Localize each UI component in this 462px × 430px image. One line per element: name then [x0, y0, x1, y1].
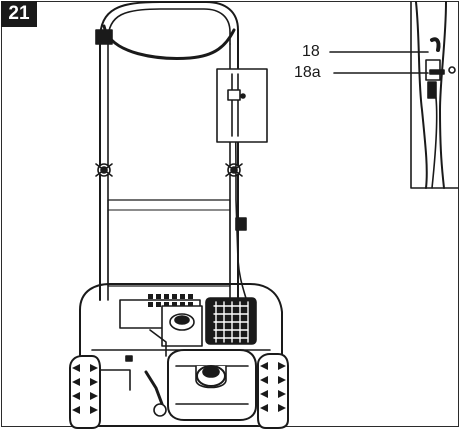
grass-catcher	[107, 199, 231, 287]
handle-knobs	[95, 163, 243, 177]
zoom-inset	[410, 1, 459, 189]
recoil-start	[99, 355, 167, 417]
detail-box	[216, 68, 268, 143]
engine	[149, 297, 257, 357]
callout-label-18: 18	[302, 43, 320, 60]
front-left-wheel	[69, 355, 101, 429]
callout-leaders	[329, 51, 429, 74]
callout-label-18a: 18a	[294, 64, 321, 81]
figure-number-badge: 21	[1, 1, 37, 27]
front-right-wheel	[257, 353, 289, 429]
bail-lever	[95, 24, 236, 60]
fuel-tank	[167, 349, 257, 421]
